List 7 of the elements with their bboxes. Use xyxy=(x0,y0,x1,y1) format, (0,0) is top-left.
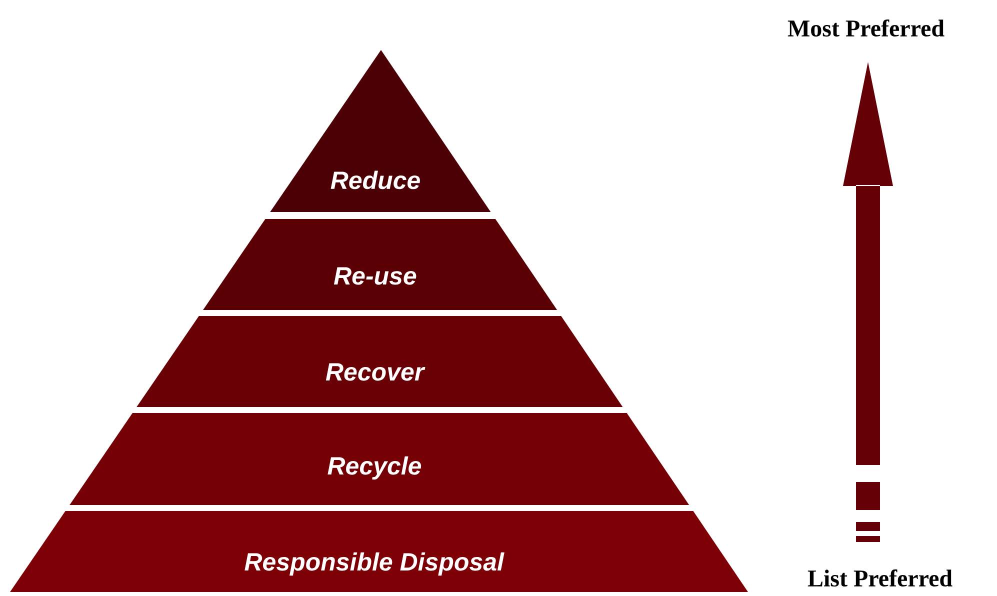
pyramid-band: Reduce xyxy=(270,50,491,212)
pyramid-band: Responsible Disposal xyxy=(10,511,748,592)
arrow-end-label: List Preferred xyxy=(808,569,952,587)
pyramid-band: Recycle xyxy=(70,413,690,505)
pyramid-band: Recover xyxy=(136,316,623,407)
arrow-end-label: Most Preferred xyxy=(788,19,944,37)
pyramid-band: Re-use xyxy=(203,219,558,310)
